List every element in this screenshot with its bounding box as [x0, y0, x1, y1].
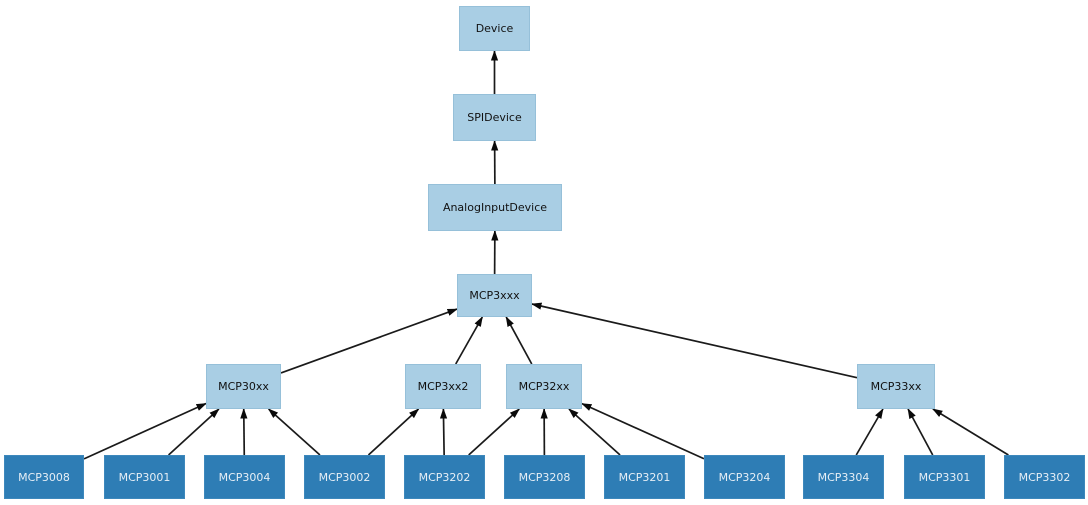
- class-node-mcp3304[interactable]: MCP3304: [803, 455, 884, 499]
- inheritance-edge-mcp3001-to-mcp30xx: [167, 408, 220, 456]
- class-node-mcp3201[interactable]: MCP3201: [604, 455, 685, 499]
- class-node-spidevice[interactable]: SPIDevice: [453, 94, 536, 141]
- class-node-mcp3xxx[interactable]: MCP3xxx: [457, 274, 532, 317]
- class-node-analoginputdevice[interactable]: AnalogInputDevice: [428, 184, 562, 231]
- inheritance-edge-mcp3202-to-mcp3xx2: [439, 408, 448, 456]
- class-node-label: MCP3002: [318, 470, 371, 484]
- class-node-label: MCP3xxx: [469, 289, 520, 302]
- class-node-device[interactable]: Device: [459, 6, 530, 51]
- inheritance-edge-mcp3201-to-mcp32xx: [568, 408, 621, 456]
- class-node-mcp3301[interactable]: MCP3301: [904, 455, 985, 499]
- class-node-label: MCP3001: [118, 470, 171, 484]
- class-node-label: Device: [475, 22, 514, 35]
- class-node-label: MCP33xx: [870, 380, 922, 393]
- inheritance-edge-mcp33xx-to-mcp3xxx: [531, 302, 858, 379]
- class-node-label: MCP3304: [817, 470, 870, 484]
- inheritance-edge-mcp3302-to-mcp33xx: [932, 408, 1009, 456]
- class-node-mcp3204[interactable]: MCP3204: [704, 455, 785, 499]
- class-node-label: MCP3202: [418, 470, 471, 484]
- inheritance-edge-mcp3301-to-mcp33xx: [907, 408, 934, 456]
- inheritance-edge-mcp3002-to-mcp3xx2: [367, 408, 420, 456]
- class-node-label: MCP3208: [518, 470, 571, 484]
- class-node-label: MCP3301: [918, 470, 971, 484]
- inheritance-edge-mcp30xx-to-mcp3xxx: [280, 308, 458, 374]
- class-node-mcp32xx[interactable]: MCP32xx: [506, 364, 582, 409]
- class-node-mcp33xx[interactable]: MCP33xx: [857, 364, 935, 409]
- inheritance-edge-mcp3xx2-to-mcp3xxx: [454, 316, 484, 365]
- class-node-label: AnalogInputDevice: [442, 201, 548, 214]
- class-node-label: MCP3xx2: [417, 380, 469, 393]
- inheritance-edge-mcp32xx-to-mcp3xxx: [505, 316, 533, 365]
- class-node-label: MCP3302: [1018, 470, 1071, 484]
- class-node-label: MCP32xx: [518, 380, 570, 393]
- class-node-mcp3008[interactable]: MCP3008: [4, 455, 84, 499]
- class-node-label: MCP3004: [218, 470, 271, 484]
- class-node-mcp3208[interactable]: MCP3208: [504, 455, 585, 499]
- class-node-label: MCP3008: [18, 470, 70, 484]
- inheritance-edge-mcp3002-to-mcp30xx: [267, 408, 321, 456]
- class-node-label: MCP3201: [618, 470, 671, 484]
- inheritance-edge-mcp3004-to-mcp30xx: [240, 408, 248, 456]
- class-node-mcp3302[interactable]: MCP3302: [1004, 455, 1085, 499]
- class-node-label: MCP3204: [718, 470, 771, 484]
- class-node-label: SPIDevice: [467, 111, 522, 124]
- class-node-mcp3001[interactable]: MCP3001: [104, 455, 185, 499]
- class-node-mcp3002[interactable]: MCP3002: [304, 455, 385, 499]
- class-node-mcp3xx2[interactable]: MCP3xx2: [405, 364, 481, 409]
- inheritance-edge-mcp3202-to-mcp32xx: [468, 408, 521, 456]
- class-node-mcp30xx[interactable]: MCP30xx: [206, 364, 281, 409]
- inheritance-edge-mcp3204-to-mcp32xx: [581, 402, 705, 460]
- class-node-mcp3004[interactable]: MCP3004: [204, 455, 285, 499]
- class-node-mcp3202[interactable]: MCP3202: [404, 455, 485, 499]
- inheritance-edge-mcp3304-to-mcp33xx: [855, 408, 884, 456]
- inheritance-edge-mcp3008-to-mcp30xx: [83, 402, 207, 460]
- class-node-label: MCP30xx: [218, 380, 269, 393]
